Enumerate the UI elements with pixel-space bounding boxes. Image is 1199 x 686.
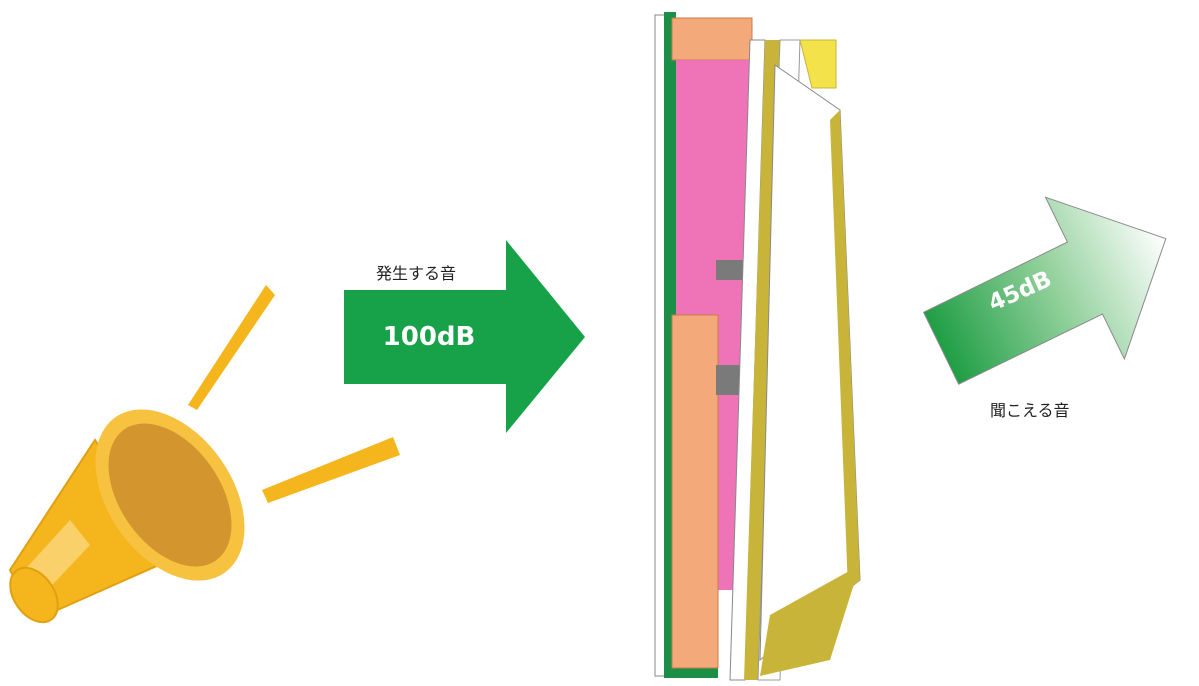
heard-sound-label: 聞こえる音: [990, 401, 1070, 420]
outgoing-arrow: [922, 196, 1167, 385]
wall-cross-section: [654, 12, 861, 681]
incoming-arrow: [344, 240, 585, 433]
source-sound-value: 100dB: [382, 322, 476, 352]
source-sound-label: 発生する音: [376, 264, 457, 283]
megaphone-icon: [8, 285, 400, 624]
